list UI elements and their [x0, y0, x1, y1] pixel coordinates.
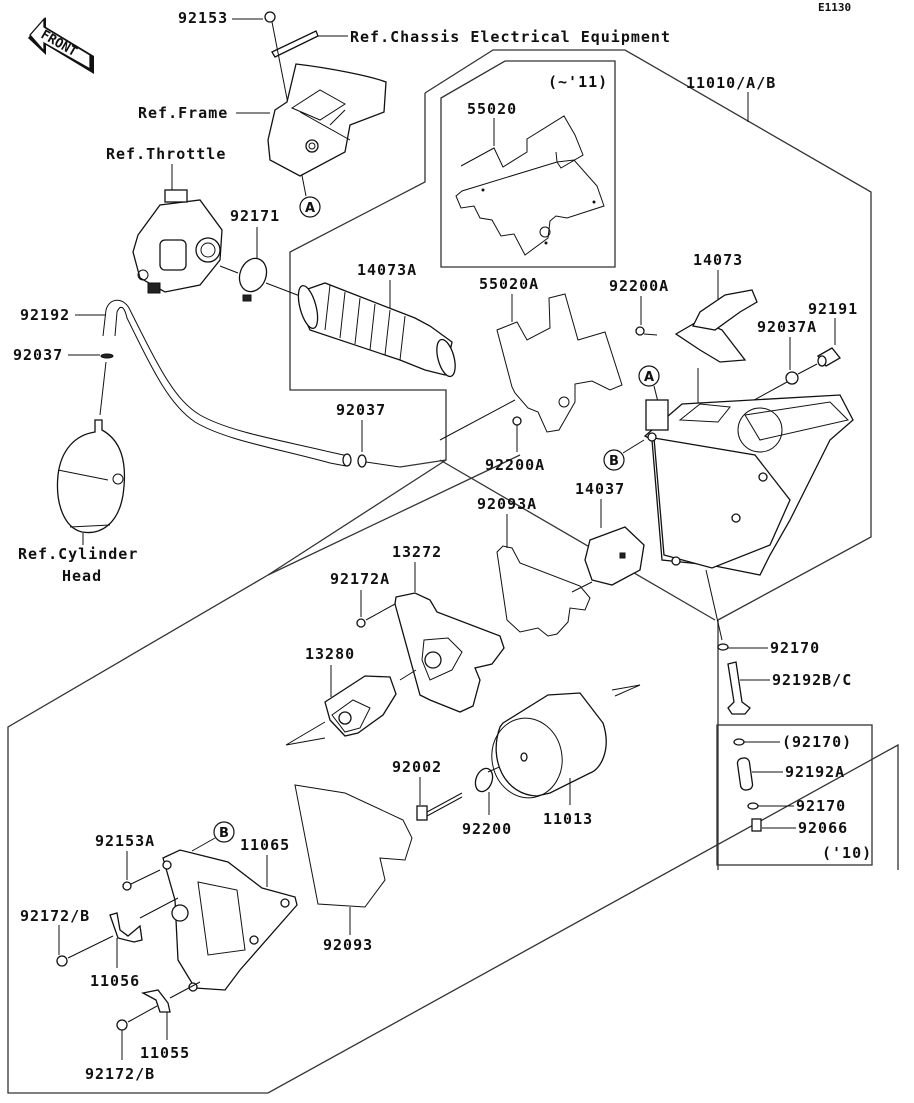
- part-label-92002: 92002: [392, 758, 442, 776]
- part-label-92191: 92191: [808, 300, 858, 318]
- ref-frame-label: Ref.Frame: [138, 104, 228, 122]
- part-label-92093: 92093: [323, 936, 373, 954]
- part-14037: 14037: [571, 480, 645, 593]
- part-label-92192: 92192: [20, 306, 70, 324]
- part-92002: 92002: [392, 758, 463, 821]
- callout-a-mid: A: [638, 365, 660, 403]
- part-92153A: 92153A: [95, 832, 161, 891]
- part-label-11013: 11013: [543, 810, 593, 828]
- part-14073: 14073: [674, 251, 758, 420]
- part-label-13280: 13280: [305, 645, 355, 663]
- part-label-92171: 92171: [230, 207, 280, 225]
- part-label-92093A: 92093A: [477, 495, 537, 513]
- part-92093A: 92093A: [477, 495, 591, 637]
- svg-text:B: B: [219, 826, 229, 841]
- part-label-92172B-bottom: 92172/B: [85, 1065, 155, 1083]
- part-label-14037: 14037: [575, 480, 625, 498]
- part-label-92172B-top: 92172/B: [20, 907, 90, 925]
- part-label-14073: 14073: [693, 251, 743, 269]
- diagram-id: E1130: [818, 1, 851, 14]
- callout-a-top: A: [299, 196, 321, 218]
- ref-chassis-electrical-label: Ref.Chassis Electrical Equipment: [350, 28, 671, 46]
- part-label-13272: 13272: [392, 543, 442, 561]
- part-label-14073A: 14073A: [357, 261, 417, 279]
- inset-note-2010: ('10): [822, 844, 872, 862]
- part-92200A-top: 92200A: [609, 277, 669, 336]
- part-label-55020A: 55020A: [479, 275, 539, 293]
- part-13272: 13272: [392, 543, 505, 713]
- part-92037-mid: 92037: [336, 401, 401, 468]
- part-label-92037-left: 92037: [13, 346, 63, 364]
- svg-text:A: A: [305, 201, 315, 216]
- part-92093: 92093: [294, 784, 413, 954]
- inset-part-92192A: 92192A: [785, 763, 845, 781]
- part-55020A: 55020A: [439, 275, 623, 441]
- part-11055: 11055: [140, 981, 201, 1062]
- part-label-11065: 11065: [240, 836, 290, 854]
- part-92172B-bottom: 92172/B: [85, 1005, 158, 1083]
- part-11056: 11056: [90, 897, 179, 990]
- inset-box-2010: (92170) 92192A 92170 92066 ('10): [716, 724, 873, 866]
- ref-cylinder-head-label-1: Ref.Cylinder: [18, 545, 138, 563]
- part-92172B-top: 92172/B: [20, 907, 114, 967]
- ref-throttle-label: Ref.Throttle: [106, 145, 226, 163]
- part-label-92170: 92170: [770, 639, 820, 657]
- direction-mark: [611, 684, 641, 697]
- inset-note-2011: (~'11): [548, 73, 608, 91]
- ref-frame: Ref.Frame: [138, 63, 387, 177]
- part-label-11056: 11056: [90, 972, 140, 990]
- part-92192BC: 92192B/C: [727, 661, 852, 715]
- part-label-92200: 92200: [462, 820, 512, 838]
- part-label-92153A: 92153A: [95, 832, 155, 850]
- part-92172A: 92172A: [330, 570, 396, 628]
- part-label-92192BC: 92192B/C: [772, 671, 852, 689]
- svg-text:B: B: [609, 454, 619, 469]
- inset-part-92170-paren: (92170): [782, 733, 852, 751]
- part-92191: 92191: [808, 300, 858, 367]
- part-label-11010AB: 11010/A/B: [686, 74, 776, 92]
- part-11010AB: 11010/A/B: [686, 74, 776, 122]
- part-label-92200A-top: 92200A: [609, 277, 669, 295]
- part-92192: 92192: [20, 299, 352, 467]
- callout-b-mid: B: [603, 439, 645, 471]
- inset-box-2011: (~'11) 55020: [440, 60, 616, 268]
- svg-text:A: A: [644, 370, 654, 385]
- part-92170: 92170: [717, 639, 820, 657]
- inset-part-92170: 92170: [796, 797, 846, 815]
- part-label-92200A-bottom: 92200A: [485, 456, 545, 474]
- front-arrow-icon: FRONT: [28, 17, 94, 74]
- airbox-housing: [643, 394, 854, 641]
- part-14073A: 14073A: [297, 261, 456, 378]
- part-92037A: 92037A: [744, 318, 818, 406]
- part-label-55020: 55020: [467, 100, 517, 118]
- part-label-92172A: 92172A: [330, 570, 390, 588]
- ref-throttle: Ref.Throttle: [106, 145, 226, 294]
- ref-chassis-electrical: Ref.Chassis Electrical Equipment: [271, 28, 671, 58]
- part-11013: 11013: [491, 692, 607, 828]
- part-92171: 92171: [219, 207, 301, 302]
- ref-cylinder-head: Ref.Cylinder Head: [18, 419, 138, 585]
- inset-part-92066: 92066: [798, 819, 848, 837]
- assembly-frame: [7, 49, 899, 1094]
- part-92200A-bottom: 92200A: [485, 416, 545, 474]
- front-label: FRONT: [38, 27, 80, 60]
- part-label-92037-mid: 92037: [336, 401, 386, 419]
- part-label-92037A: 92037A: [757, 318, 817, 336]
- ref-cylinder-head-label-2: Head: [62, 567, 102, 585]
- part-11065: 11065: [162, 836, 298, 992]
- part-label-11055: 11055: [140, 1044, 190, 1062]
- part-label-92153: 92153: [178, 9, 228, 27]
- callout-b-bottom: B: [191, 821, 235, 852]
- part-92037-left: 92037: [13, 346, 114, 416]
- part-13280: 13280: [285, 645, 417, 746]
